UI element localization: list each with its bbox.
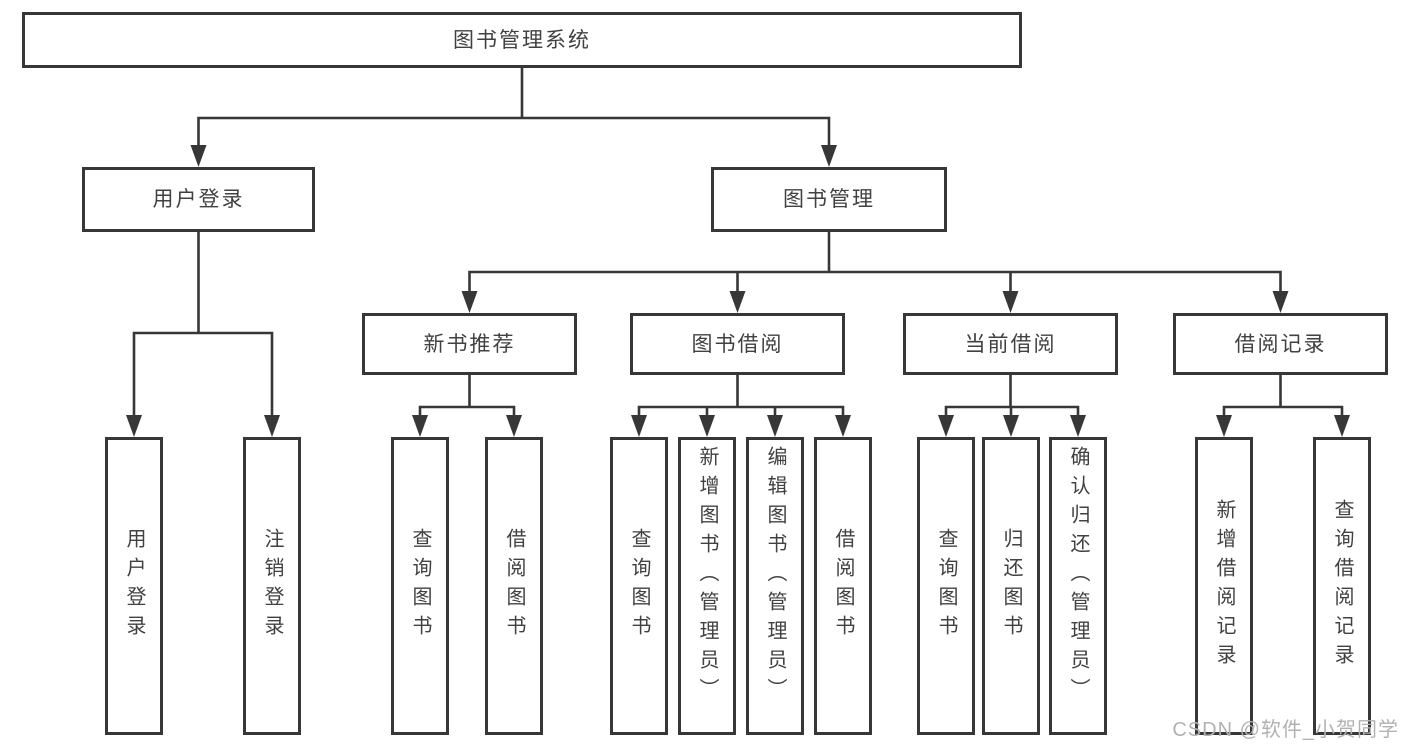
node-bb-add-books: 新增图书（管理员）: [678, 437, 736, 735]
node-label-logout-leaf: 注销登录: [261, 528, 283, 644]
arrowhead-icon: [264, 415, 280, 437]
arrowhead-icon: [631, 415, 647, 437]
connector-book-mgmt: [468, 232, 1282, 295]
arrowhead-icon: [835, 415, 851, 437]
arrowhead-icon: [1070, 415, 1086, 437]
node-label-bb-edit-books: 编辑图书（管理员）: [764, 446, 786, 707]
node-current-borrow: 当前借阅: [903, 313, 1118, 375]
connector-new-book-rec: [418, 375, 516, 419]
node-cb-return-books: 归还图书: [982, 437, 1040, 735]
arrowhead-icon: [1334, 415, 1350, 437]
connector-current-borrow: [944, 375, 1080, 419]
node-cb-query-books: 查询图书: [917, 437, 975, 735]
arrowhead-icon: [126, 415, 142, 437]
arrowhead-icon: [821, 145, 837, 167]
node-br-query-record: 查询借阅记录: [1313, 437, 1371, 735]
arrowhead-icon: [1272, 291, 1289, 313]
node-user-login: 用户登录: [82, 167, 315, 232]
node-label-rec-borrow-books: 借阅图书: [503, 528, 525, 644]
watermark: CSDN @软件_小贺同学: [1172, 719, 1399, 741]
node-label-book-mgmt: 图书管理: [783, 188, 875, 211]
node-label-bb-borrow-books: 借阅图书: [832, 528, 854, 644]
arrowhead-icon: [1003, 415, 1019, 437]
node-label-br-add-record: 新增借阅记录: [1213, 499, 1235, 673]
arrowhead-icon: [190, 145, 207, 167]
arrowhead-icon: [412, 415, 428, 437]
node-label-current-borrow: 当前借阅: [964, 332, 1057, 356]
arrowhead-icon: [1002, 291, 1019, 313]
connector-book-borrow: [637, 375, 845, 419]
node-label-bb-add-books: 新增图书（管理员）: [696, 446, 718, 707]
arrowhead-icon: [938, 415, 954, 437]
node-bb-edit-books: 编辑图书（管理员）: [746, 437, 804, 735]
node-logout-leaf: 注销登录: [243, 437, 301, 735]
node-label-cb-confirm-return: 确认归还（管理员）: [1067, 446, 1089, 707]
node-label-rec-query-books: 查询图书: [409, 528, 431, 644]
node-label-user-login-leaf: 用户登录: [123, 528, 145, 644]
arrowhead-icon: [767, 415, 783, 437]
node-new-book-rec: 新书推荐: [362, 313, 577, 375]
connector-borrow-records: [1222, 375, 1344, 419]
node-borrow-records: 借阅记录: [1173, 313, 1388, 375]
node-label-bb-query-books: 查询图书: [628, 528, 650, 644]
node-rec-borrow-books: 借阅图书: [485, 437, 543, 735]
node-book-mgmt: 图书管理: [711, 167, 947, 232]
node-root: 图书管理系统: [22, 12, 1022, 68]
node-user-login-leaf: 用户登录: [105, 437, 163, 735]
arrowhead-icon: [506, 415, 522, 437]
node-label-user-login: 用户登录: [152, 188, 245, 211]
arrowhead-icon: [729, 291, 746, 313]
node-bb-borrow-books: 借阅图书: [814, 437, 872, 735]
connector-root: [197, 68, 831, 149]
connector-user-login: [132, 232, 274, 419]
node-cb-confirm-return: 确认归还（管理员）: [1049, 437, 1107, 735]
node-label-cb-return-books: 归还图书: [1000, 528, 1022, 644]
node-book-borrow: 图书借阅: [630, 313, 845, 375]
arrowhead-icon: [1216, 415, 1232, 437]
node-rec-query-books: 查询图书: [391, 437, 449, 735]
node-label-book-borrow: 图书借阅: [691, 332, 784, 356]
node-label-root: 图书管理系统: [453, 28, 591, 52]
node-label-new-book-rec: 新书推荐: [423, 332, 516, 356]
arrowhead-icon: [699, 415, 715, 437]
node-label-borrow-records: 借阅记录: [1234, 332, 1327, 356]
node-label-br-query-record: 查询借阅记录: [1331, 499, 1353, 673]
arrowhead-icon: [461, 291, 478, 313]
node-br-add-record: 新增借阅记录: [1195, 437, 1253, 735]
node-bb-query-books: 查询图书: [610, 437, 668, 735]
node-label-cb-query-books: 查询图书: [935, 528, 957, 644]
